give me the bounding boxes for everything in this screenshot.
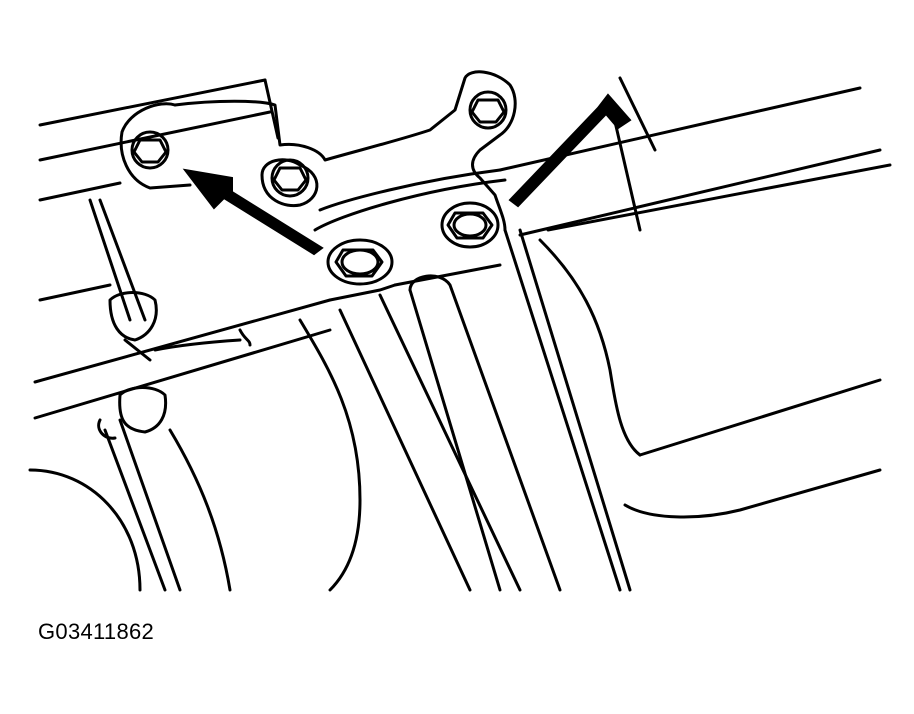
upper-left-bolt <box>130 130 170 170</box>
lower-housing <box>28 198 362 592</box>
upper-right-bolt <box>468 90 508 130</box>
lower-clip <box>97 386 168 440</box>
mechanical-diagram <box>28 70 892 592</box>
center-bolt <box>326 238 394 286</box>
callout-arrow-right <box>508 93 632 208</box>
upper-middle-bolt <box>270 158 310 198</box>
callout-arrow-center <box>182 168 324 256</box>
figure-code: G03411862 <box>38 619 155 644</box>
slotted-arm <box>328 228 632 592</box>
right-frame-member <box>498 76 892 519</box>
upper-clip <box>108 291 158 362</box>
right-bolt <box>440 201 500 249</box>
frame-rails-upper-left <box>33 78 332 420</box>
mounting-bracket <box>119 70 517 232</box>
